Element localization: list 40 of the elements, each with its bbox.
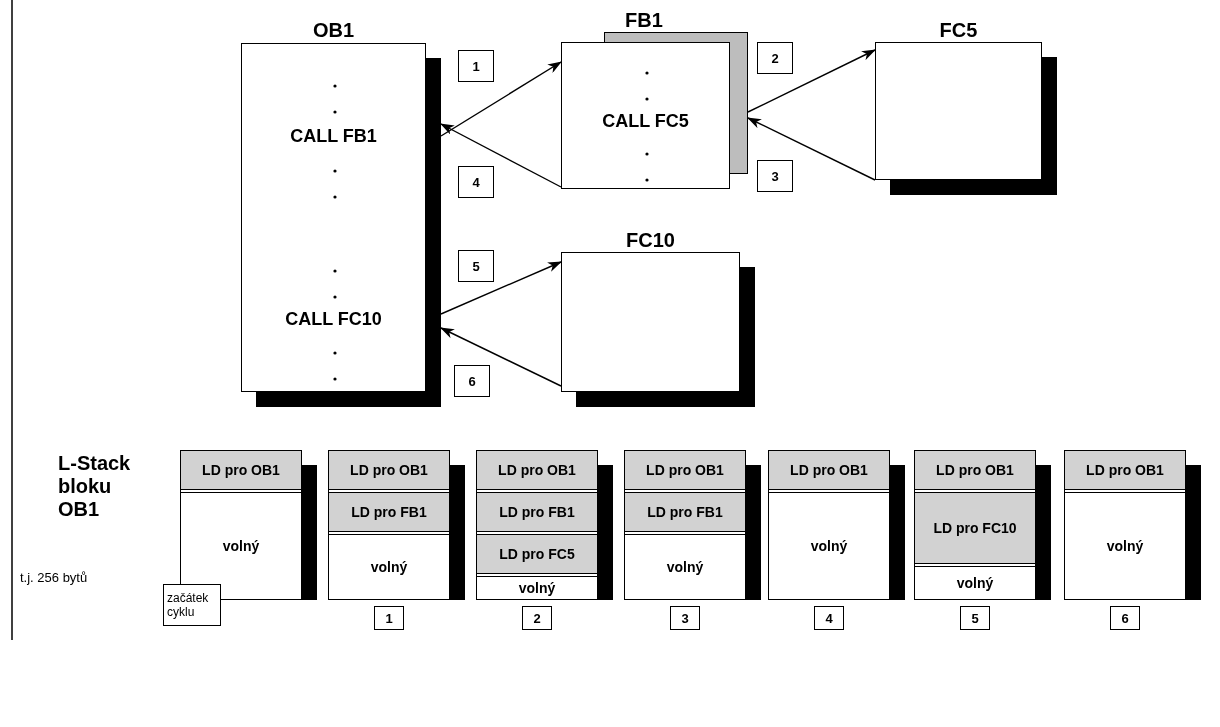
cycle-start-note: začátek cyklu — [163, 584, 221, 626]
block-title: FC10 — [625, 228, 676, 252]
local-data-segment: LD pro OB1 — [476, 450, 598, 490]
local-data-segment: LD pro OB1 — [768, 450, 890, 490]
block-title: FB1 — [624, 8, 664, 33]
block-title: OB1 — [311, 18, 356, 42]
step-number: 5 — [458, 250, 494, 282]
local-data-segment: LD pro OB1 — [180, 450, 302, 490]
call-instruction: CALL FB1 — [289, 125, 378, 147]
local-data-segment: LD pro OB1 — [1064, 450, 1186, 490]
step-number: 5 — [960, 606, 990, 630]
arrow — [440, 327, 562, 387]
arrow — [440, 261, 562, 315]
arrow — [440, 123, 562, 188]
local-data-segment: LD pro OB1 — [328, 450, 450, 490]
step-number: 3 — [757, 160, 793, 192]
step-number: 4 — [458, 166, 494, 198]
call-instruction: CALL FC5 — [601, 110, 690, 132]
block-title: FC5 — [938, 18, 979, 42]
step-number: 6 — [454, 365, 490, 397]
local-data-segment: LD pro FC5 — [476, 534, 598, 574]
step-number: 2 — [757, 42, 793, 74]
local-data-segment: LD pro FB1 — [624, 492, 746, 532]
arrow — [747, 49, 876, 113]
local-data-segment: LD pro FB1 — [328, 492, 450, 532]
step-number: 6 — [1110, 606, 1140, 630]
step-number: 1 — [374, 606, 404, 630]
local-data-segment: LD pro FB1 — [476, 492, 598, 532]
local-data-segment: LD pro FC10 — [914, 492, 1036, 564]
step-number: 3 — [670, 606, 700, 630]
arrow — [747, 117, 876, 181]
call-instruction: CALL FC10 — [284, 308, 383, 330]
size-note: t.j. 256 bytů — [20, 570, 89, 585]
arrow — [440, 61, 562, 137]
step-number: 4 — [814, 606, 844, 630]
step-number: 2 — [522, 606, 552, 630]
step-number: 1 — [458, 50, 494, 82]
local-data-segment: LD pro OB1 — [914, 450, 1036, 490]
local-data-segment: LD pro OB1 — [624, 450, 746, 490]
stack-heading: L-Stack bloku OB1 — [58, 452, 132, 521]
